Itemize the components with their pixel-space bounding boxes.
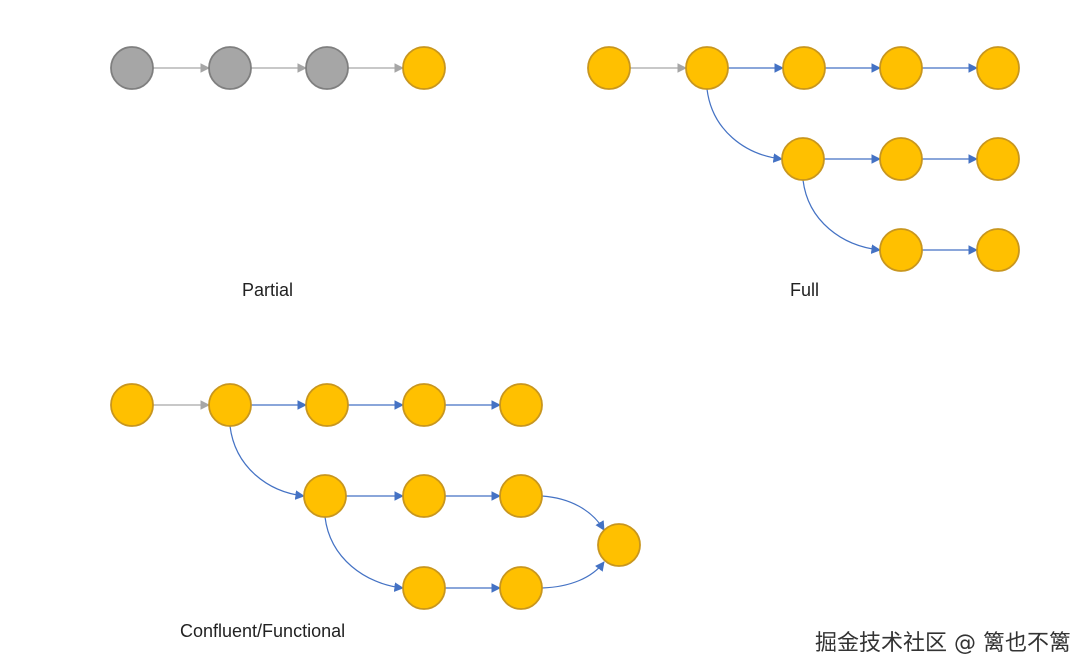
full-node-2 — [685, 46, 729, 90]
full-label: Full — [790, 280, 820, 300]
full-node-3 — [782, 46, 826, 90]
full-branch-edge-2 — [802, 179, 881, 254]
confluent-node-1 — [110, 383, 154, 427]
confluent-node-11 — [597, 523, 641, 567]
confluent-node-2 — [208, 383, 252, 427]
partial-label: Partial — [242, 280, 294, 300]
confluent-node-9 — [402, 566, 446, 610]
partial-node-3 — [305, 46, 349, 90]
confluent-node-7 — [402, 474, 446, 518]
full-branch-edge-1 — [706, 88, 783, 163]
confluent-branch-edge-1 — [229, 425, 305, 500]
full-node-4 — [879, 46, 923, 90]
confluent-functional-label: Confluent/Functional — [180, 621, 346, 641]
watermark-text: 掘金技术社区 @ 篱也不篱 — [815, 631, 1071, 656]
confluent-node-5 — [499, 383, 543, 427]
nodes-layer — [110, 46, 1020, 610]
confluent-node-8 — [499, 474, 543, 518]
full-node-1 — [587, 46, 631, 90]
confluent-node-6 — [303, 474, 347, 518]
confluent-node-10 — [499, 566, 543, 610]
full-node-6 — [781, 137, 825, 181]
full-node-8 — [976, 137, 1020, 181]
full-node-9 — [879, 228, 923, 272]
partial-node-2 — [208, 46, 252, 90]
full-node-5 — [976, 46, 1020, 90]
edges-layer — [153, 63, 978, 593]
confluent-merge-edge-1 — [541, 495, 605, 531]
confluent-branch-edge-2 — [324, 516, 404, 592]
partial-node-4 — [402, 46, 446, 90]
confluent-merge-edge-2 — [541, 561, 605, 589]
full-node-10 — [976, 228, 1020, 272]
full-node-7 — [879, 137, 923, 181]
confluent-node-3 — [305, 383, 349, 427]
confluent-node-4 — [402, 383, 446, 427]
partial-node-1 — [110, 46, 154, 90]
